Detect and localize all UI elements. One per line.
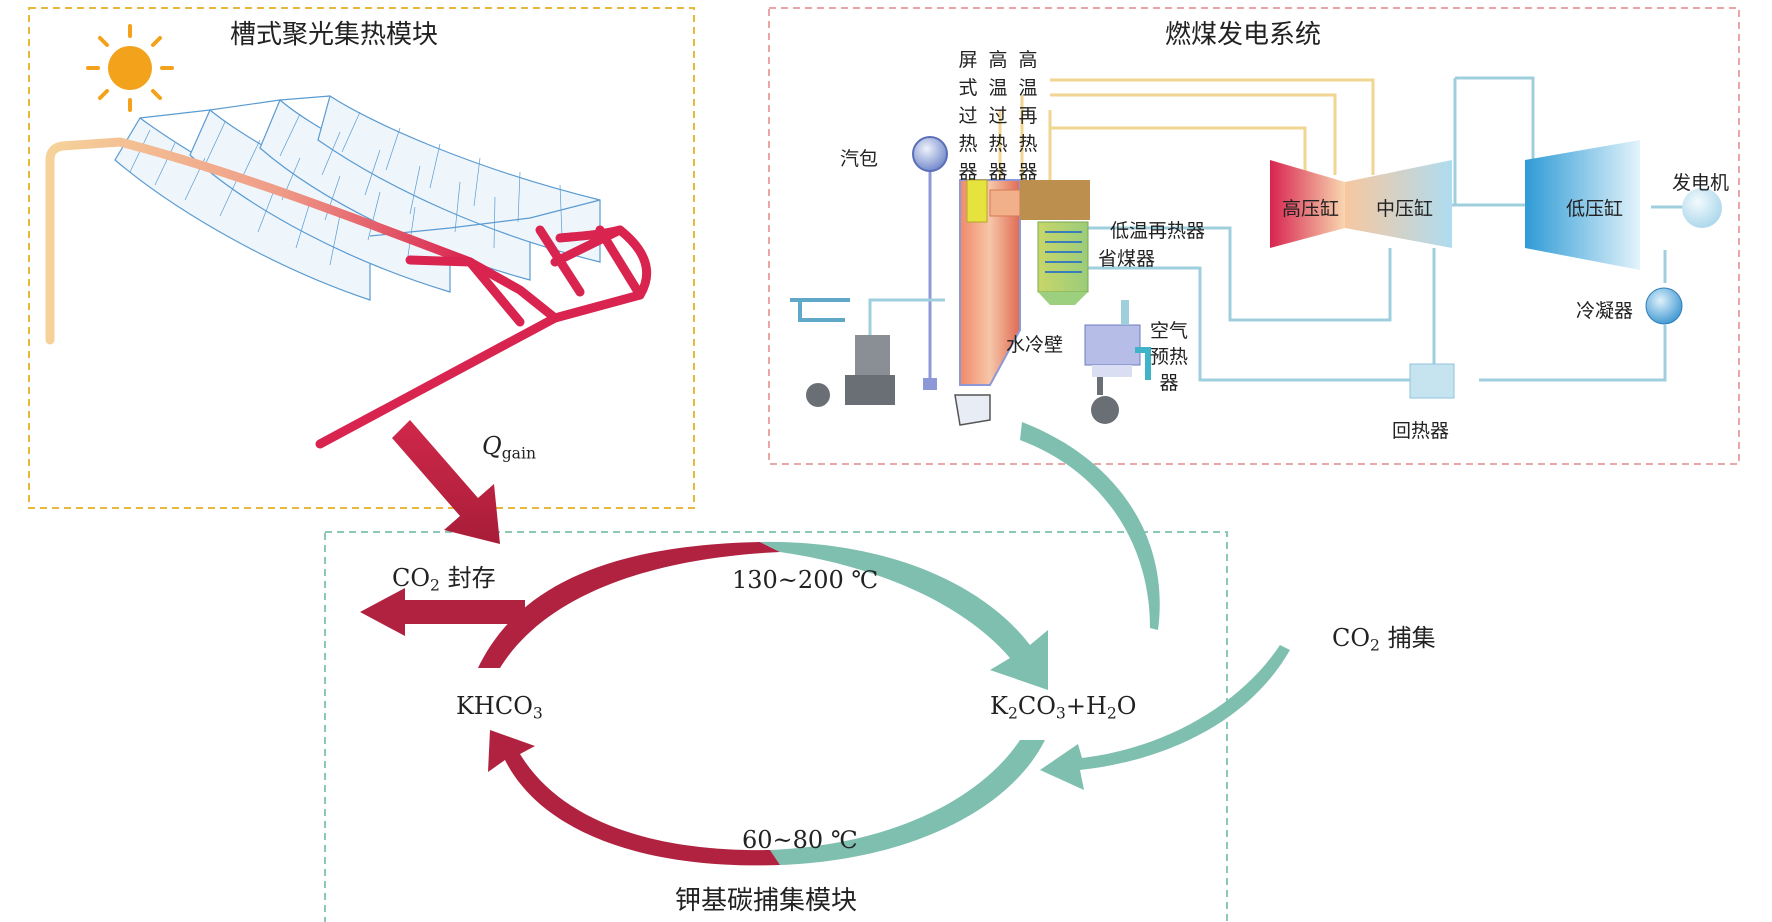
air-preheater-label: 空气预热器: [1149, 320, 1188, 394]
condenser-icon: [1645, 287, 1683, 325]
generator-label: 发电机: [1672, 172, 1730, 194]
solar-module-frame: [28, 7, 695, 509]
co2-storage-prefix: CO: [392, 564, 431, 592]
desorption-arc-teal: [760, 541, 1048, 690]
hp-turbine-icon: [1270, 160, 1345, 248]
khco3-label: KHCO3: [456, 692, 543, 723]
economizer-label: 省煤器: [1098, 248, 1156, 270]
ht-superheater-label: 高温过热器: [988, 49, 1008, 183]
regenerator-label: 回热器: [1392, 420, 1450, 442]
k2co3-part-g: O: [1116, 692, 1137, 720]
ip-turbine-label: 中压缸: [1376, 198, 1434, 220]
screen-superheater-label: 屏式过热器: [958, 49, 978, 183]
flue-gas-arrow: [1020, 422, 1160, 630]
temp-high-label: 130~200 ℃: [732, 566, 879, 594]
power-system-frame: [768, 7, 1740, 465]
regenerator-icon: [1409, 363, 1455, 399]
waterwall-label: 水冷壁: [1006, 334, 1064, 356]
power-system-title: 燃煤发电系统: [1165, 20, 1322, 50]
k2co3-part-c: CO: [1017, 692, 1056, 720]
k2co3-part-d: 3: [1055, 704, 1066, 723]
generator-icon: [1682, 188, 1722, 228]
capture-module-frame: [324, 531, 1228, 922]
k2co3-h2o-label: K2CO3+H2O: [990, 692, 1137, 723]
temp-low-label: 60~80 ℃: [742, 826, 858, 854]
capture-module-title: 钾基碳捕集模块: [675, 886, 858, 916]
co2-capture-arrow: [1040, 645, 1290, 790]
q-gain-symbol: Q: [482, 432, 502, 460]
desorption-arc-red: [478, 542, 780, 668]
co2-capture-prefix: CO: [1332, 624, 1371, 652]
co2-storage-label: CO2 封存: [392, 558, 496, 593]
drum-label: 汽包: [840, 148, 879, 170]
co2-storage-suffix: 封存: [439, 564, 496, 592]
solar-module-title: 槽式聚光集热模块: [230, 20, 439, 50]
lt-reheater-label: 低温再热器: [1110, 220, 1206, 242]
co2-storage-sub: 2: [430, 576, 440, 595]
boiler-furnace: [954, 179, 1090, 426]
k2co3-part-b: 2: [1007, 704, 1018, 723]
co2-capture-label: CO2 捕集: [1332, 618, 1436, 653]
khco3-main: KHCO: [456, 692, 533, 720]
q-gain-label: Qgain: [482, 432, 536, 463]
k2co3-part-a: K: [990, 692, 1008, 720]
k2co3-part-e: +H: [1065, 692, 1107, 720]
lp-turbine-icon: [1525, 140, 1640, 270]
steam-drum-icon: [912, 136, 948, 172]
q-gain-arrow: [392, 420, 500, 544]
coal-pulverizer-icon: [790, 298, 895, 407]
trough-collector-array: [114, 95, 601, 301]
k2co3-part-f: 2: [1106, 704, 1117, 723]
condenser-label: 冷凝器: [1576, 300, 1634, 322]
power-system-pipes: [868, 76, 1690, 385]
khco3-sub: 3: [532, 704, 543, 723]
ip-turbine-icon: [1345, 160, 1452, 248]
co2-storage-arrow: [360, 588, 525, 636]
ht-reheater-label: 高温再热器: [1018, 49, 1038, 183]
drum-downcomer-base: [923, 378, 937, 390]
co2-capture-sub: 2: [1370, 636, 1380, 655]
q-gain-sub: gain: [501, 444, 536, 463]
air-preheater-icon: [1084, 300, 1151, 424]
absorption-arc-teal: [770, 740, 1045, 865]
lp-turbine-label: 低压缸: [1566, 198, 1624, 220]
absorption-arc-red: [488, 730, 780, 866]
sun-icon: [86, 24, 174, 112]
hp-turbine-label: 高压缸: [1282, 198, 1340, 220]
co2-capture-suffix: 捕集: [1379, 624, 1436, 652]
heat-collector-tube: [45, 137, 652, 449]
